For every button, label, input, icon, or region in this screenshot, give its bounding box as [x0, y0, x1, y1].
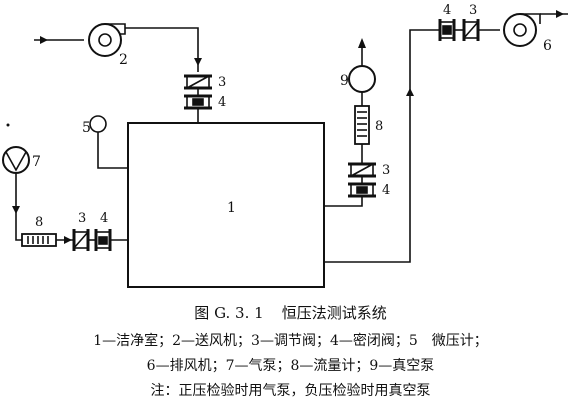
closing-valve-top-icon [438, 19, 456, 41]
label-air-pump: 7 [32, 154, 41, 170]
supply-fan-icon [88, 23, 126, 57]
exhaust-fan-assembly: 4 3 6 [324, 3, 568, 263]
label-regulating-valve: 3 [218, 75, 226, 90]
label-supply-fan: 2 [119, 52, 128, 68]
legend-line-2: 6—排风机；7—气泵；8—流量计；9—真空泵 [146, 358, 435, 374]
legend-line-1: 1—洁净室；2—送风机；3—调节阀；4—密闭阀；5 微压计； [93, 333, 488, 349]
vacuum-pump-icon [348, 65, 376, 93]
flowmeter-vertical-icon [354, 105, 370, 145]
figure-number: 图 G. 3. 1 [194, 304, 264, 322]
label-regulating-valve-center: 3 [382, 163, 390, 178]
label-exhaust-fan: 6 [543, 38, 552, 54]
label-clean-room: 1 [227, 200, 236, 216]
micro-manometer-icon [89, 115, 107, 133]
test-system-diagram: 1 2 3 4 5 [2, 3, 568, 288]
exhaust-fan-icon [503, 13, 541, 47]
label-regulating-valve-left: 3 [78, 211, 86, 226]
flowmeter-icon [21, 233, 57, 247]
figure-title: 恒压法测试系统 [281, 304, 387, 322]
closing-valve-center-icon [348, 182, 376, 198]
clean-room-chamber: 1 [127, 122, 325, 288]
label-closing-valve: 4 [218, 95, 226, 110]
air-pump-assembly: 7 8 3 4 [2, 123, 128, 251]
label-regulating-valve-top: 3 [469, 3, 477, 18]
figure-caption: 图 G. 3. 1 恒压法测试系统 [0, 304, 581, 322]
vacuum-pump-assembly: 9 8 3 4 [324, 38, 390, 207]
regulating-valve-icon [184, 74, 212, 90]
closing-valve-left-icon [94, 229, 112, 251]
closing-valve-icon [184, 94, 212, 110]
micro-manometer-assembly: 5 [82, 115, 128, 169]
regulating-valve-top-icon [462, 19, 480, 41]
label-closing-valve-top: 4 [443, 3, 451, 18]
label-vacuum-pump: 9 [340, 73, 349, 89]
air-pump-icon [2, 146, 30, 174]
label-flowmeter-right: 8 [375, 119, 383, 134]
label-flowmeter-left: 8 [35, 215, 43, 230]
label-closing-valve-center: 4 [382, 183, 390, 198]
regulating-valve-left-icon [72, 229, 90, 251]
supply-fan-assembly: 2 3 4 [34, 23, 226, 123]
figure-note: 注：正压检验时用气泵，负压检验时用真空泵 [150, 383, 431, 399]
regulating-valve-center-icon [348, 162, 376, 178]
label-micro-manometer: 5 [82, 120, 91, 136]
label-closing-valve-left: 4 [100, 211, 108, 226]
